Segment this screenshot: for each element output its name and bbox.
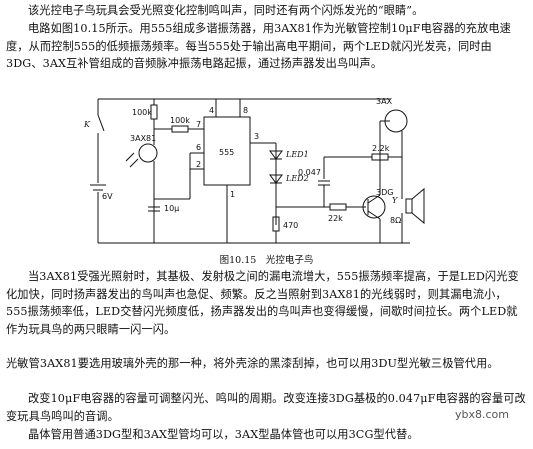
paragraph-operation: 当3AX81受强光照射时，其基极、发射极之间的漏电流增大，555振荡频率提高，于… [6, 270, 519, 336]
q3dg-body [362, 195, 386, 219]
circuit-diagram: K 6V 100k 100k 3AX81 10μ 555 4 8 7 [83, 97, 425, 244]
led2-label: LED2 [285, 174, 309, 183]
pin4-label: 4 [209, 106, 214, 115]
paragraph-capacitor: 改变10μF电容器的容量可调整闪光、鸣叫的周期。改变连接3DG基极的0.047μ… [6, 392, 526, 423]
q3dg-emitter [367, 210, 381, 220]
cap2-label: 0.047 [298, 168, 321, 177]
q3dg-label: 3DG [376, 188, 393, 197]
paragraph-circuit-description: 电路如图10.15所示。用555组成多谐振荡器，用3AX81作为光敏管控制10μ… [6, 22, 511, 71]
pin1-label: 1 [230, 190, 235, 199]
pin8-label: 8 [243, 106, 248, 115]
r22k-resistor [329, 203, 347, 211]
speaker-ohm-label: 8Ω [390, 216, 401, 225]
phototransistor-label: 3AX81 [130, 134, 156, 143]
pin3-label: 3 [254, 132, 259, 141]
watermark: ybx8.com [455, 408, 509, 421]
paragraph-phototransistor: 光敏管3AX81要选用玻璃外壳的那一种，将外壳涂的黑漆刮掉，也可以用3DU型光敏… [6, 357, 499, 370]
speaker-label: Y [392, 196, 398, 205]
r2-label: 100k [170, 116, 190, 125]
led1-symbol [269, 150, 283, 160]
light-arrow-2 [125, 152, 135, 162]
led1-label: LED1 [285, 150, 309, 159]
q3ax-label: 3AX [376, 97, 393, 106]
r2-2k-label: 2.2k [372, 144, 390, 153]
speaker-coil [405, 198, 413, 214]
q3dg-collector [367, 194, 381, 204]
cap1-label: 10μ [164, 204, 179, 213]
r1-label: 100k [132, 108, 152, 117]
figure-caption: 图10.15 光控电子鸟 [219, 255, 314, 266]
pin2-label: 2 [196, 160, 201, 169]
paragraph-intro: 该光控电子鸟玩具会受光照变化控制鸣叫声，同时还有两个闪烁发光的“眼睛”。 [28, 4, 424, 17]
switch-k-blade [97, 114, 105, 132]
phototransistor-body [138, 143, 158, 163]
paragraph-transistors: 晶体管用普通3DG型和3AX型管均可以，3AX型晶体管也可以用3CG型代替。 [28, 428, 419, 441]
r470-label: 470 [283, 221, 298, 230]
light-arrow-1 [129, 158, 139, 168]
r22k-label: 22k [328, 214, 343, 223]
pin6-label: 6 [196, 143, 201, 152]
switch-k-label: K [83, 120, 91, 129]
led2-symbol [269, 174, 283, 184]
ic-555-label: 555 [219, 148, 234, 157]
pin7-label: 7 [196, 120, 201, 129]
r2-resistor [171, 125, 189, 133]
battery-label: 6V [102, 192, 113, 201]
speaker-cone [411, 187, 425, 225]
